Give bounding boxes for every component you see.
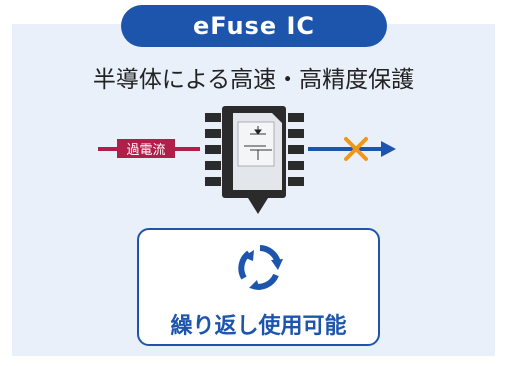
- ic-chip: [205, 106, 304, 198]
- mosfet-symbol-icon: [244, 126, 272, 160]
- title-text: eFuse IC: [192, 12, 316, 40]
- recycle-icon: [238, 245, 283, 290]
- overcurrent-label: 過電流: [117, 139, 175, 158]
- output-arrow-head: [381, 141, 396, 157]
- callout-pointer: [248, 198, 268, 214]
- reuse-label: 繰り返し使用可能: [170, 314, 347, 339]
- overcurrent-text: 過電流: [126, 143, 166, 158]
- reuse-callout: 繰り返し使用可能: [137, 228, 380, 346]
- title-badge: eFuse IC: [121, 5, 387, 47]
- blocked-x-icon: [344, 137, 368, 161]
- subtitle: 半導体による高速・高精度保護: [92, 67, 415, 93]
